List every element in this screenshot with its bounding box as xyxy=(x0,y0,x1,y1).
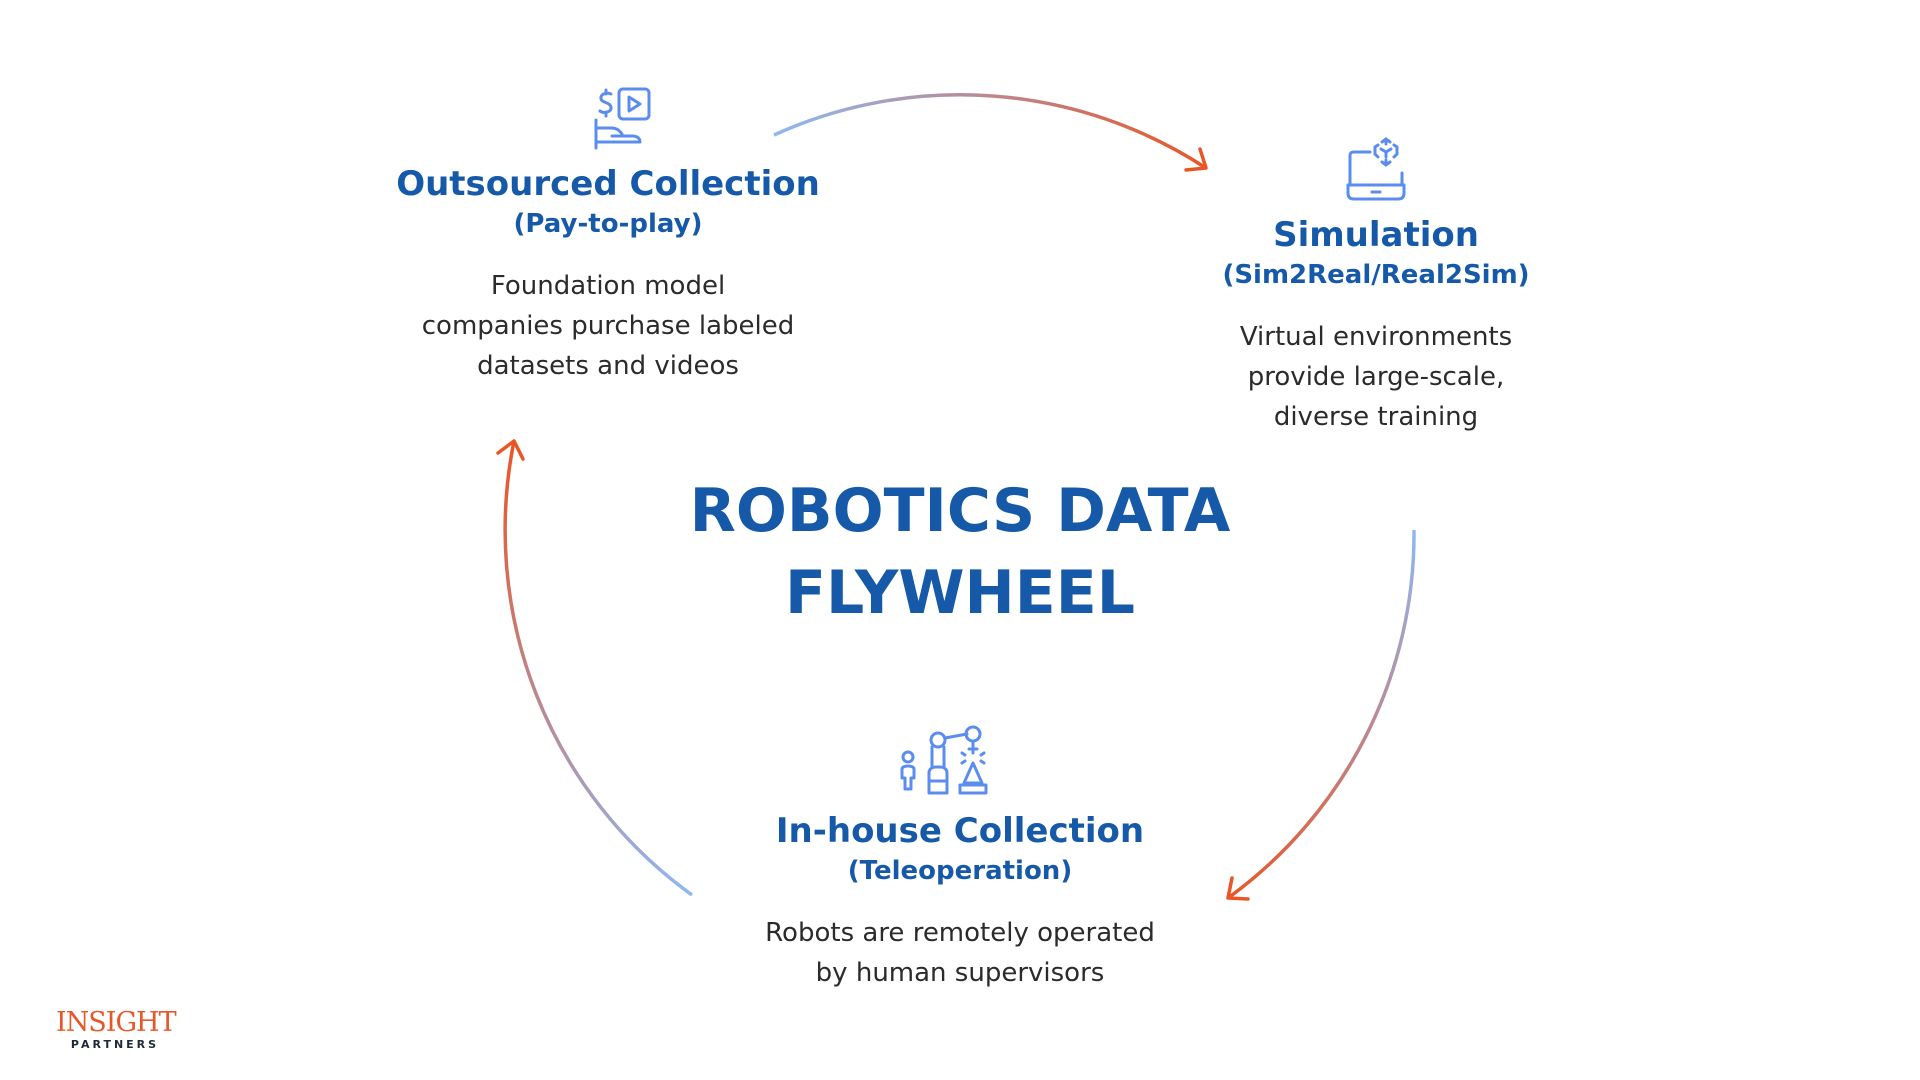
logo-brand: INSIGHT xyxy=(56,1007,177,1038)
node-outsourced-collection: Outsourced Collection (Pay-to-play) Foun… xyxy=(396,162,820,386)
person-robot-arm-icon xyxy=(900,725,988,795)
diagram-title-line1: ROBOTICS DATA xyxy=(689,476,1231,546)
node-simulation: Simulation (Sim2Real/Real2Sim) Virtual e… xyxy=(1222,213,1529,437)
logo-sub: PARTNERS xyxy=(70,1038,160,1051)
node-title: Simulation xyxy=(1273,215,1479,255)
laptop-cube-icon xyxy=(1346,137,1406,201)
diagram-title-line2: FLYWHEEL xyxy=(785,558,1135,628)
node-description: Foundation model companies purchase labe… xyxy=(421,271,795,381)
node-description: Virtual environments provide large-scale… xyxy=(1239,322,1513,432)
arrow-simulation-to-inhouse xyxy=(1226,529,1416,901)
insight-partners-logo: INSIGHT PARTNERS xyxy=(56,1007,177,1052)
diagram-title: ROBOTICS DATA FLYWHEEL xyxy=(690,470,1231,634)
arrow-inhouse-to-outsourced xyxy=(496,439,694,897)
node-subtitle: (Teleoperation) xyxy=(847,856,1073,886)
node-title: In-house Collection xyxy=(775,811,1145,851)
node-inhouse-collection: In-house Collection (Teleoperation) Robo… xyxy=(765,809,1155,993)
node-title: Outsourced Collection xyxy=(396,164,820,204)
node-subtitle: (Pay-to-play) xyxy=(513,209,703,239)
node-subtitle: (Sim2Real/Real2Sim) xyxy=(1222,260,1530,290)
hand-money-video-icon xyxy=(594,87,651,150)
arrow-outsourced-to-simulation xyxy=(773,93,1208,172)
node-description: Robots are remotely operated by human su… xyxy=(765,918,1155,988)
